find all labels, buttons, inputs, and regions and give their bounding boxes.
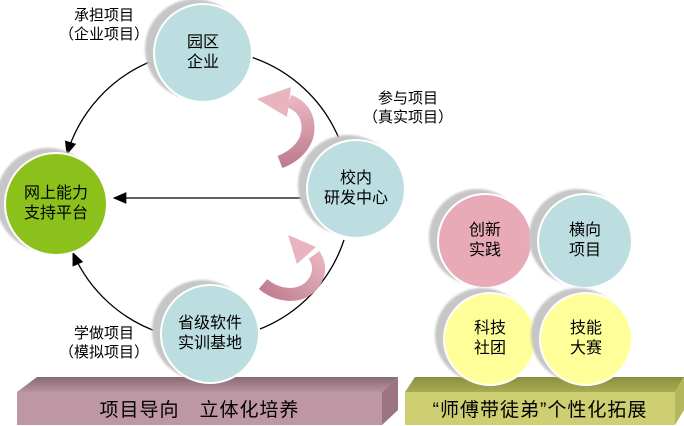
node-park-enterprise: 园区 企业 [153, 3, 253, 103]
node-text-line2: 实训基地 [177, 335, 242, 352]
node-campus-rd-center: 校内 研发中心 [306, 139, 406, 239]
left-bar-top-face [17, 377, 398, 392]
node-software-training-base: 省级软件 实训基地 [160, 284, 260, 384]
label-line1: 学做项目 [73, 325, 134, 342]
node-text-line1: 技能 [569, 320, 602, 337]
node-text-line1: 横向 [568, 222, 601, 239]
arc-enterprise-to-platform [64, 60, 153, 156]
flow-arrow-up-left-body [277, 94, 315, 169]
node-text-line2: 支持平台 [23, 205, 88, 222]
node-text-line2: 大赛 [569, 340, 602, 357]
flow-arrow-up-body [258, 251, 326, 301]
node-text-line2: 研发中心 [323, 190, 388, 207]
flow-arrow-up-left [257, 87, 315, 169]
label-line2: （模拟项目） [58, 344, 149, 361]
node-text-line1: 科技 [473, 320, 506, 337]
arc-training-base-to-platform [72, 251, 162, 334]
node-text-line2: 项目 [568, 242, 601, 259]
node-text-line1: 省级软件 [177, 315, 242, 332]
label-line1: 参与项目 [377, 90, 438, 107]
label-learn-project: 学做项目 （模拟项目） [34, 324, 174, 362]
node-text-line2: 社团 [473, 340, 506, 357]
right-bar-caption: “师傅带徒弟”个性化拓展 [432, 400, 648, 421]
node-online-platform: 网上能力 支持平台 [4, 152, 108, 256]
node-horizontal-project: 横向 项目 [537, 193, 633, 289]
node-text-line1: 校内 [339, 170, 372, 187]
right-bar-top-face [405, 377, 684, 392]
right-bar-side-face [675, 377, 684, 425]
arc-enterprise-to-rd-center [250, 56, 341, 142]
right-bar-front-face [405, 392, 675, 425]
node-skill-competition: 技能 大赛 [539, 292, 633, 386]
node-text-line2: 实践 [468, 242, 501, 259]
label-line2: （企业项目） [58, 26, 149, 43]
node-science-club: 科技 社团 [443, 292, 537, 386]
node-text-line2: 企业 [186, 54, 219, 71]
label-line1: 承担项目 [73, 7, 134, 24]
label-participate-project: 参与项目 （真实项目） [338, 89, 478, 127]
node-innovation-practice: 创新 实践 [437, 193, 533, 289]
node-text-line1: 网上能力 [23, 185, 88, 202]
node-text-line1: 创新 [468, 222, 501, 239]
label-undertake-project: 承担项目 （企业项目） [34, 6, 174, 44]
left-bar-side-face [382, 377, 398, 425]
flow-arrow-up [258, 235, 326, 301]
flow-arrow-up-head [288, 235, 316, 264]
left-bar-caption: 项目导向 立体化培养 [99, 400, 300, 421]
label-line2: （真实项目） [362, 109, 453, 126]
node-text-line1: 园区 [186, 34, 219, 51]
left-bar-front-face [17, 392, 382, 425]
flow-arrow-up-left-head [257, 87, 291, 117]
